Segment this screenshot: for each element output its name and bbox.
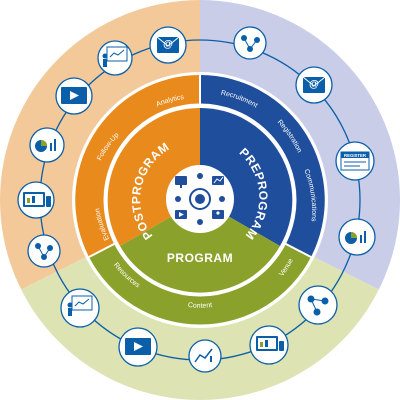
presenter-icon [102,46,128,67]
node-email-top: @ [149,26,187,64]
network-people-icon [241,35,260,52]
node-network [233,26,267,60]
center-hub [166,165,234,233]
dashboard-devices-icon [23,192,51,207]
node-register: REGISTER [335,141,375,181]
envelope-at-icon: @ [156,36,180,53]
node-presentation-top [97,40,133,76]
pie-chart-icon [35,139,56,152]
pie-chart-icon [345,231,366,244]
email-symbol: @ [163,39,173,50]
central-gear-icon [189,188,211,210]
presenter-icon [67,295,93,316]
band-postprogram [75,75,200,257]
band-preprogram [200,75,325,257]
node-analytics-chart [338,218,376,256]
hub-user-icon [212,210,224,219]
node-dashboard-left [17,181,55,219]
node-dashboard [249,325,289,365]
hub-chart-icon [212,176,224,185]
hub-monitor-icon [175,176,187,188]
node-email-right: @ [295,66,333,104]
video-player-icon [125,338,151,355]
node-chart-left [29,127,65,163]
band-program [89,243,311,325]
node-people-network [298,285,338,325]
step-label-content: Content [188,302,213,310]
hub-gears-icon [175,173,225,225]
phase-label-program: PROGRAM [167,251,233,265]
email-symbol: @ [309,79,319,90]
envelope-at-icon: @ [302,76,326,93]
sector-program [120,200,280,293]
node-video-bottom [118,327,158,367]
band-divider-left [88,242,117,258]
node-network-left [27,234,61,268]
band-divider-right [283,242,312,258]
team-network-icon [307,295,329,316]
node-chart-bottom [188,339,222,373]
network-people-icon [35,243,53,260]
dashboard-devices-icon [256,336,284,351]
line-chart-icon [194,348,213,363]
video-player-icon [61,87,87,104]
node-video-left [55,77,93,115]
node-presentation [60,288,100,328]
register-badge: REGISTER [344,153,367,158]
register-form-icon: REGISTER [340,151,370,171]
hub-video-icon [175,210,187,219]
